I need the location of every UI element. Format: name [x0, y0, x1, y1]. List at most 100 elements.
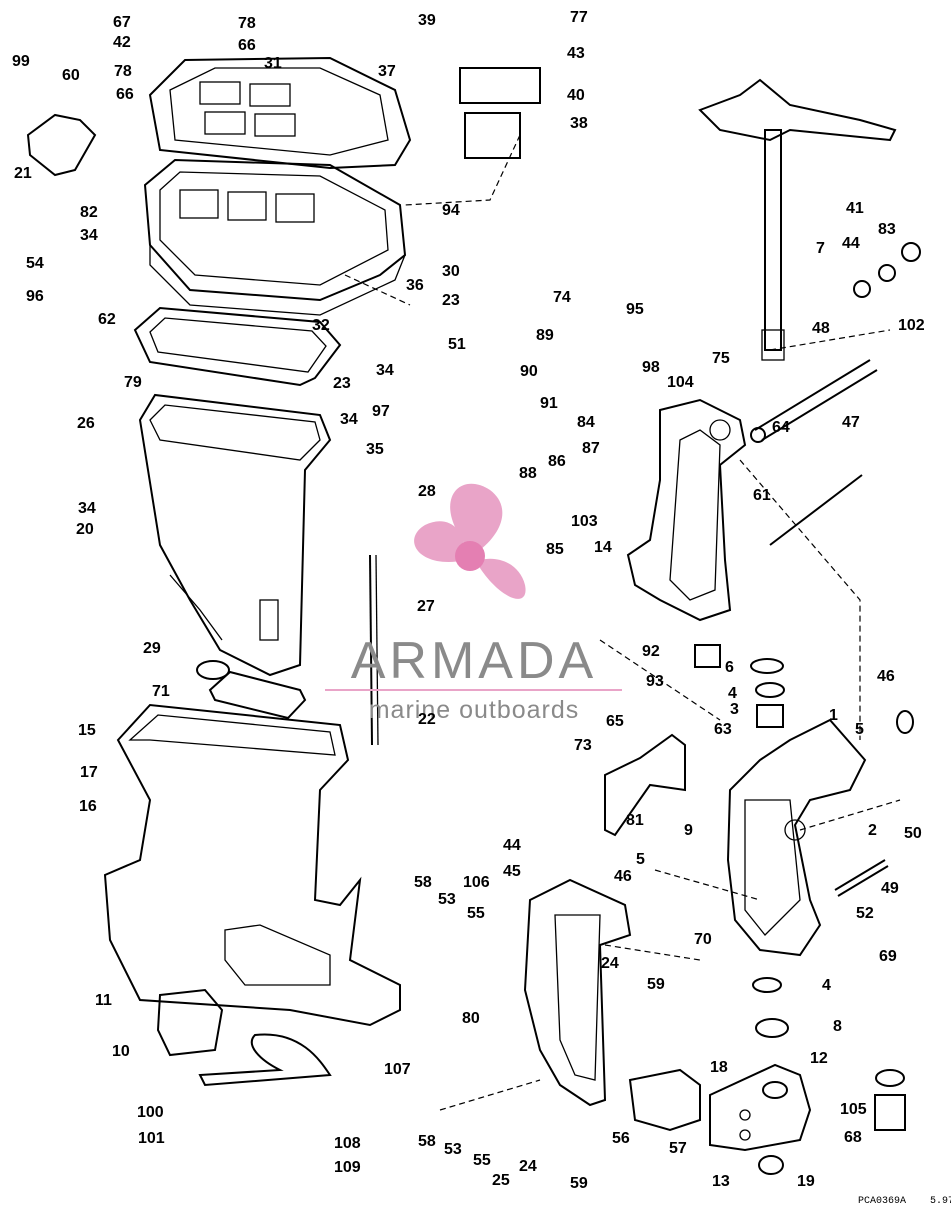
gasket-21 [26, 113, 97, 177]
part-label-55: 55 [473, 1152, 491, 1169]
part-label-24: 24 [601, 955, 619, 972]
part-label-21: 21 [14, 165, 32, 182]
swivel-tube-47 [750, 359, 878, 443]
nut-83 [878, 264, 896, 282]
exhaust-housing-26 [138, 393, 332, 677]
adapter-gasket-37 [148, 56, 412, 170]
washer-6 [750, 658, 784, 674]
part-label-66: 66 [116, 86, 134, 103]
through-bolt-61 [769, 474, 863, 546]
part-label-96: 96 [26, 288, 44, 305]
part-label-14: 14 [594, 539, 612, 556]
part-label-45: 45 [503, 863, 521, 880]
part-label-28: 28 [418, 483, 436, 500]
part-label-34: 34 [376, 362, 394, 379]
part-label-100: 100 [137, 1104, 164, 1121]
part-label-6: 6 [725, 659, 734, 676]
part-label-90: 90 [520, 363, 538, 380]
seal-8 [755, 1018, 789, 1038]
part-label-106: 106 [463, 874, 490, 891]
part-label-89: 89 [536, 327, 554, 344]
part-label-17: 17 [80, 764, 98, 781]
part-label-46: 46 [877, 668, 895, 685]
part-label-60: 60 [62, 67, 80, 84]
part-label-58: 58 [418, 1133, 436, 1150]
part-label-67: 67 [113, 14, 131, 31]
part-label-48: 48 [812, 320, 830, 337]
part-label-84: 84 [577, 414, 595, 431]
part-label-23: 23 [442, 292, 460, 309]
part-label-78: 78 [114, 63, 132, 80]
part-label-26: 26 [77, 415, 95, 432]
part-label-80: 80 [462, 1010, 480, 1027]
part-label-93: 93 [646, 673, 664, 690]
part-label-62: 62 [98, 311, 116, 328]
part-label-5: 5 [855, 721, 864, 738]
part-label-51: 51 [448, 336, 466, 353]
gasket-79 [133, 306, 342, 387]
part-label-16: 16 [79, 798, 97, 815]
part-label-82: 82 [80, 204, 98, 221]
part-label-38: 38 [570, 115, 588, 132]
bracket-12 [709, 1063, 812, 1152]
part-label-25: 25 [492, 1172, 510, 1189]
steering-arm-7 [698, 78, 897, 361]
part-label-47: 47 [842, 414, 860, 431]
bushing-4 [755, 682, 785, 698]
part-label-40: 40 [567, 87, 585, 104]
lower-housing-15 [103, 703, 401, 1027]
part-label-74: 74 [553, 289, 571, 306]
part-label-83: 83 [878, 221, 896, 238]
part-label-44: 44 [842, 235, 860, 252]
part-label-99: 99 [12, 53, 30, 70]
part-label-95: 95 [626, 301, 644, 318]
part-drawings [26, 56, 921, 1175]
part-label-58: 58 [414, 874, 432, 891]
propeller-logo [414, 483, 526, 599]
part-label-102: 102 [898, 317, 925, 334]
part-label-34: 34 [340, 411, 358, 428]
gasket-71 [208, 670, 307, 720]
part-label-109: 109 [334, 1159, 361, 1176]
part-label-12: 12 [810, 1050, 828, 1067]
part-label-11: 11 [95, 992, 112, 1009]
swivel-bracket-64 [626, 398, 747, 622]
part-label-42: 42 [113, 34, 131, 51]
part-label-57: 57 [669, 1140, 687, 1157]
part-label-8: 8 [833, 1018, 842, 1035]
part-label-43: 43 [567, 45, 585, 62]
part-label-3: 3 [730, 701, 739, 718]
washer-46 [896, 710, 914, 734]
part-label-10: 10 [112, 1043, 130, 1060]
part-label-4: 4 [728, 685, 737, 702]
clamp-bracket-45 [523, 878, 632, 1107]
part-label-27: 27 [417, 598, 435, 615]
bushing-4b [752, 977, 782, 993]
watermark-subtitle: marine outboards [369, 696, 580, 724]
block-92 [694, 644, 721, 668]
part-label-103: 103 [571, 513, 598, 530]
part-label-50: 50 [904, 825, 922, 842]
part-label-9: 9 [684, 822, 693, 839]
part-label-36: 36 [406, 277, 424, 294]
part-label-71: 71 [152, 683, 170, 700]
grommet-29 [196, 660, 230, 680]
footer-code: PCA0369A [858, 1196, 906, 1206]
part-label-97: 97 [372, 403, 390, 420]
part-label-53: 53 [438, 891, 456, 908]
part-label-66: 66 [238, 37, 256, 54]
part-label-91: 91 [540, 395, 558, 412]
driveshaft-27 [369, 554, 373, 746]
part-label-73: 73 [574, 737, 592, 754]
part-label-13: 13 [712, 1173, 730, 1190]
part-label-56: 56 [612, 1130, 630, 1147]
part-label-24: 24 [519, 1158, 537, 1175]
part-label-63: 63 [714, 721, 732, 738]
plate-107 [198, 1033, 332, 1087]
watermark-title: ARMADA [351, 632, 597, 690]
part-label-78: 78 [238, 15, 256, 32]
part-label-79: 79 [124, 374, 142, 391]
part-label-44: 44 [503, 837, 521, 854]
tilt-tube-49 [834, 859, 886, 891]
